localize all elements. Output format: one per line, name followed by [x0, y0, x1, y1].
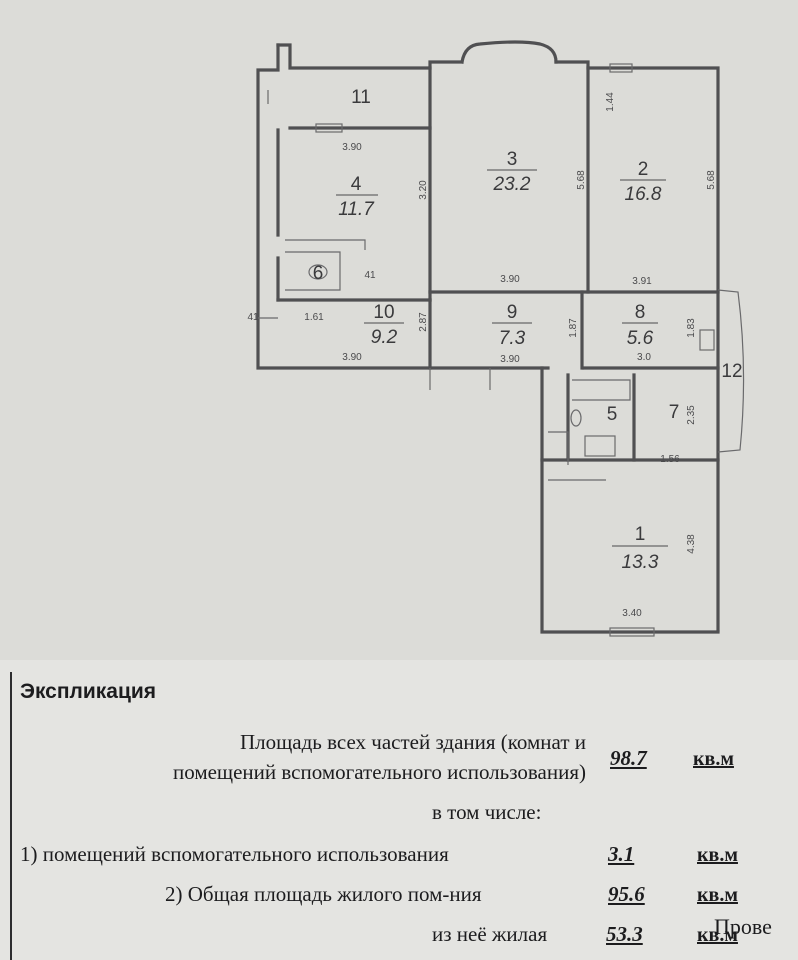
- dimension-labels: 3.90 3.20 5.68 5.68 1.44 3.90 3.91 1.61 …: [247, 92, 717, 619]
- room-labels: 11 3 23.2 2 16.8 4 11.7 6 10 9.2 9 7.3 8…: [313, 87, 743, 573]
- room-2-number: 2: [638, 159, 649, 180]
- dim-label: 3.90: [500, 354, 520, 365]
- dim-label: 2.87: [418, 312, 429, 332]
- interior-walls: [258, 63, 720, 637]
- dim-label: 3.91: [632, 276, 652, 287]
- room-9-number: 9: [507, 302, 518, 323]
- living-value: 53.3: [606, 922, 643, 946]
- total-area-unit: кв.м: [693, 748, 734, 770]
- dim-label: 1.61: [304, 312, 324, 323]
- room-8-number: 8: [635, 302, 646, 323]
- dim-label: 3.0: [637, 352, 651, 363]
- room-8-area: 5.6: [627, 328, 654, 349]
- dim-label: 1.83: [686, 318, 697, 338]
- aux-area-unit: кв.м: [697, 844, 738, 866]
- explication-section: Экспликация Площадь всех частей здания (…: [0, 660, 798, 960]
- aux-area-value: 3.1: [608, 842, 635, 866]
- outer-walls: [256, 40, 745, 634]
- room-5-number: 5: [607, 404, 618, 425]
- living-total-value: 95.6: [608, 882, 645, 906]
- dim-label: 3.90: [500, 274, 520, 285]
- room-3-area: 23.2: [493, 174, 531, 195]
- explication-title: Экспликация: [20, 680, 157, 703]
- dim-label: 3.90: [342, 142, 362, 153]
- living-total-label: 2) Общая площадь жилого пом-ния: [165, 882, 482, 906]
- aux-area-label: 1) помещений вспомогательного использова…: [20, 842, 449, 866]
- room-2-area: 16.8: [625, 184, 662, 205]
- dim-label: 1.56: [660, 454, 680, 465]
- room-7-number: 7: [669, 402, 680, 423]
- room-1-number: 1: [635, 524, 646, 545]
- floor-plan: 11 3 23.2 2 16.8 4 11.7 6 10 9.2 9 7.3 8…: [247, 40, 745, 637]
- room-12-number: 12: [721, 361, 742, 382]
- dim-label: 41: [364, 270, 376, 281]
- dim-label: 4.38: [686, 534, 697, 554]
- living-label: из неё жилая: [432, 922, 548, 946]
- dim-label: 1.44: [605, 92, 616, 112]
- dim-label: 3.40: [622, 608, 642, 619]
- room-10-area: 9.2: [371, 327, 398, 348]
- dim-label: 41: [247, 312, 259, 323]
- room-11-number: 11: [351, 87, 371, 108]
- total-area-label-line2: помещений вспомогательного использования…: [172, 760, 586, 784]
- stamp-text: Прове: [714, 914, 772, 939]
- left-edge-line: [10, 672, 12, 960]
- total-area-label-line1: Площадь всех частей здания (комнат и: [239, 730, 586, 754]
- total-area-value: 98.7: [610, 746, 647, 770]
- room-6-number: 6: [313, 263, 324, 284]
- dim-label: 5.68: [576, 170, 587, 190]
- dim-label: 3.90: [342, 352, 362, 363]
- living-unit: кв.м: [697, 924, 738, 946]
- room-4-number: 4: [351, 174, 362, 195]
- dim-label: 1.87: [568, 318, 579, 338]
- room-10-number: 10: [373, 302, 394, 323]
- room-3-number: 3: [507, 149, 518, 170]
- dim-label: 5.68: [706, 170, 717, 190]
- including-label: в том числе:: [432, 800, 542, 824]
- room-4-area: 11.7: [338, 199, 375, 220]
- dim-label: 2.35: [686, 405, 697, 425]
- dim-label: 3.20: [418, 180, 429, 200]
- living-total-unit: кв.м: [697, 884, 738, 906]
- room-9-area: 7.3: [499, 328, 526, 349]
- room-1-area: 13.3: [622, 552, 659, 573]
